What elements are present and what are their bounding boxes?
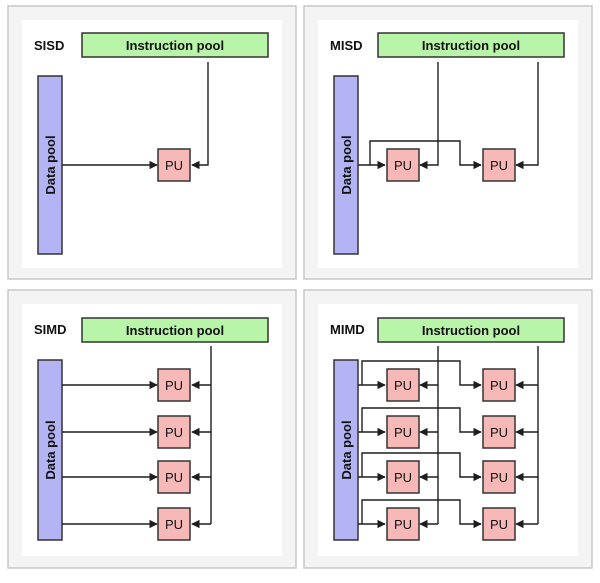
data-pool-box <box>37 359 63 541</box>
pu-box <box>157 368 191 402</box>
processing-unit: PU <box>482 507 516 541</box>
pu-label: PU <box>490 425 508 440</box>
panel-simd: SIMD Instruction pool Data pool PU PU PU <box>7 289 297 569</box>
processing-unit: PU <box>482 460 516 494</box>
pu-box <box>386 460 420 494</box>
instruction-pool-label: Instruction pool <box>422 38 520 53</box>
data-wire <box>361 360 482 390</box>
data-wire <box>361 499 482 529</box>
processing-unit: PU <box>386 460 420 494</box>
pu-label: PU <box>490 378 508 393</box>
processing-unit: PU <box>157 368 191 402</box>
pu-box <box>482 460 516 494</box>
processing-unit: PU <box>482 148 516 182</box>
pu-box <box>482 368 516 402</box>
pu-label: PU <box>165 517 183 532</box>
pu-label: PU <box>165 470 183 485</box>
data-pool: Data pool <box>333 75 359 255</box>
processing-unit: PU <box>157 148 191 182</box>
pu-label: PU <box>490 158 508 173</box>
data-pool: Data pool <box>333 359 359 541</box>
pu-label: PU <box>394 425 412 440</box>
data-pool-label: Data pool <box>339 420 354 479</box>
panel-inner <box>22 20 282 268</box>
pu-label: PU <box>165 425 183 440</box>
panel-title: SISD <box>34 38 64 53</box>
instruction-pool-box <box>377 32 565 58</box>
pu-box <box>386 368 420 402</box>
processing-unit: PU <box>482 415 516 449</box>
pu-label: PU <box>394 470 412 485</box>
instruction-wire <box>515 62 539 170</box>
pu-box <box>482 507 516 541</box>
instruction-pool: Instruction pool <box>81 32 269 58</box>
data-pool: Data pool <box>37 75 63 255</box>
pu-label: PU <box>490 470 508 485</box>
data-pool-box <box>37 75 63 255</box>
data-pool-label: Data pool <box>339 135 354 194</box>
instruction-pool-box <box>81 32 269 58</box>
processing-unit: PU <box>157 507 191 541</box>
processing-unit: PU <box>157 415 191 449</box>
instruction-pool-label: Instruction pool <box>126 38 224 53</box>
pu-label: PU <box>490 517 508 532</box>
processing-unit: PU <box>157 460 191 494</box>
pu-box <box>157 507 191 541</box>
pu-box <box>386 507 420 541</box>
data-pool-label: Data pool <box>43 420 58 479</box>
data-wire <box>361 407 482 437</box>
data-wire <box>369 140 482 170</box>
pu-box <box>482 415 516 449</box>
pu-box <box>482 148 516 182</box>
panel-title: MIMD <box>330 322 365 337</box>
panel-title: SIMD <box>34 322 67 337</box>
instruction-pool-label: Instruction pool <box>422 323 520 338</box>
processing-unit: PU <box>386 148 420 182</box>
pu-box <box>386 415 420 449</box>
pu-box <box>157 415 191 449</box>
pu-box <box>386 148 420 182</box>
processing-unit: PU <box>386 368 420 402</box>
processing-unit: PU <box>386 415 420 449</box>
instruction-pool-box <box>81 317 269 343</box>
instruction-pool: Instruction pool <box>377 317 565 343</box>
pu-box <box>157 148 191 182</box>
instruction-pool-box <box>377 317 565 343</box>
data-wire <box>361 452 482 482</box>
data-pool-label: Data pool <box>43 135 58 194</box>
processing-unit: PU <box>386 507 420 541</box>
pu-label: PU <box>394 378 412 393</box>
pu-box <box>157 460 191 494</box>
panel-inner <box>318 20 578 268</box>
instruction-wire <box>191 62 209 170</box>
panel-title: MISD <box>330 38 363 53</box>
pu-label: PU <box>165 158 183 173</box>
processing-unit: PU <box>482 368 516 402</box>
pu-label: PU <box>394 158 412 173</box>
data-pool: Data pool <box>37 359 63 541</box>
instruction-pool: Instruction pool <box>377 32 565 58</box>
instruction-pool-label: Instruction pool <box>126 323 224 338</box>
instruction-pool: Instruction pool <box>81 317 269 343</box>
instruction-wire <box>419 62 439 170</box>
data-pool-box <box>333 75 359 255</box>
data-pool-box <box>333 359 359 541</box>
pu-label: PU <box>394 517 412 532</box>
pu-label: PU <box>165 378 183 393</box>
panel-misd: MISD Instruction pool Data pool PU PU <box>303 5 593 280</box>
panel-sisd: SISD Instruction pool Data pool PU <box>7 5 297 280</box>
panel-mimd: MIMD Instruction pool Data pool PU PU <box>303 289 593 569</box>
